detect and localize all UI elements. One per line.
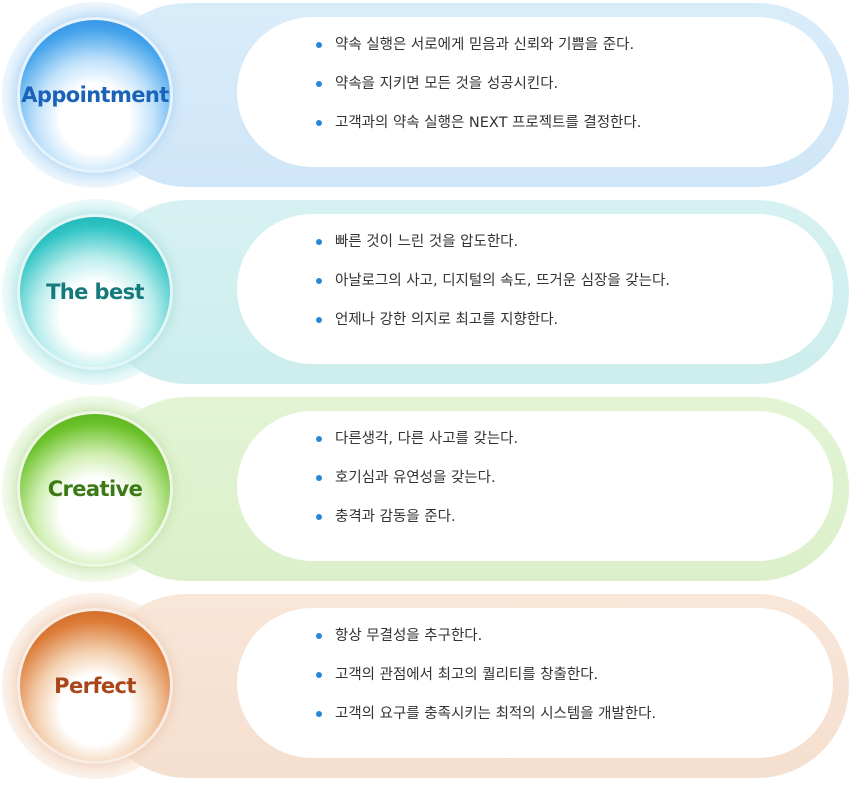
value-orb: Appointment [20,20,170,170]
list-item: 항상 무결성을 추구한다. [316,618,656,657]
bullet-icon [316,239,322,245]
list-item-text: 호기심과 유연성을 갖는다. [335,470,496,486]
value-list: 빠른 것이 느린 것을 압도한다. 아날로그의 사고, 디지털의 속도, 뜨거운… [316,224,670,341]
value-row-appointment: Appointment 약속 실행은 서로에게 믿음과 신뢰와 기쁨을 준다. … [0,0,851,190]
list-item: 고객의 요구를 충족시키는 최적의 시스템을 개발한다. [316,696,656,735]
value-orb: Perfect [20,611,170,761]
bullet-icon [316,475,322,481]
list-item: 약속을 지키면 모든 것을 성공시킨다. [316,66,641,105]
list-item-text: 항상 무결성을 추구한다. [335,628,483,644]
list-item: 호기심과 유연성을 갖는다. [316,460,518,499]
list-item-text: 약속을 지키면 모든 것을 성공시킨다. [335,76,559,92]
value-list: 항상 무결성을 추구한다. 고객의 관점에서 최고의 퀄리티를 창출한다. 고객… [316,618,656,735]
bullet-icon [316,278,322,284]
bullet-icon [316,317,322,323]
list-item-text: 약속 실행은 서로에게 믿음과 신뢰와 기쁨을 준다. [335,37,635,53]
list-item: 고객과의 약속 실행은 NEXT 프로젝트를 결정한다. [316,105,641,144]
list-item-text: 언제나 강한 의지로 최고를 지향한다. [335,312,559,328]
value-orb: The best [20,217,170,367]
value-panel [237,214,833,364]
list-item-text: 충격과 감동을 준다. [335,509,456,525]
list-item: 빠른 것이 느린 것을 압도한다. [316,224,670,263]
list-item: 언제나 강한 의지로 최고를 지향한다. [316,302,670,341]
bullet-icon [316,42,322,48]
list-item-text: 고객의 관점에서 최고의 퀄리티를 창출한다. [335,667,599,683]
value-title: Appointment [21,83,169,107]
value-title: The best [46,280,144,304]
value-row-creative: Creative 다른생각, 다른 사고를 갖는다. 호기심과 유연성을 갖는다… [0,394,851,584]
value-row-the-best: The best 빠른 것이 느린 것을 압도한다. 아날로그의 사고, 디지털… [0,197,851,387]
value-row-perfect: Perfect 항상 무결성을 추구한다. 고객의 관점에서 최고의 퀄리티를 … [0,591,851,781]
bullet-icon [316,711,322,717]
value-panel [237,608,833,758]
bullet-icon [316,436,322,442]
list-item-text: 빠른 것이 느린 것을 압도한다. [335,234,519,250]
list-item: 아날로그의 사고, 디지털의 속도, 뜨거운 심장을 갖는다. [316,263,670,302]
bullet-icon [316,672,322,678]
list-item-text: 다른생각, 다른 사고를 갖는다. [335,431,519,447]
value-panel [237,17,833,167]
bullet-icon [316,81,322,87]
bullet-icon [316,633,322,639]
list-item-text: 고객의 요구를 충족시키는 최적의 시스템을 개발한다. [335,706,657,722]
list-item-text: 고객과의 약속 실행은 NEXT 프로젝트를 결정한다. [335,115,642,131]
bullet-icon [316,514,322,520]
list-item: 다른생각, 다른 사고를 갖는다. [316,421,518,460]
list-item: 약속 실행은 서로에게 믿음과 신뢰와 기쁨을 준다. [316,27,641,66]
value-title: Perfect [54,674,136,698]
bullet-icon [316,120,322,126]
value-title: Creative [47,477,143,501]
list-item: 충격과 감동을 준다. [316,499,518,538]
list-item: 고객의 관점에서 최고의 퀄리티를 창출한다. [316,657,656,696]
value-panel [237,411,833,561]
value-list: 다른생각, 다른 사고를 갖는다. 호기심과 유연성을 갖는다. 충격과 감동을… [316,421,518,538]
value-list: 약속 실행은 서로에게 믿음과 신뢰와 기쁨을 준다. 약속을 지키면 모든 것… [316,27,641,144]
list-item-text: 아날로그의 사고, 디지털의 속도, 뜨거운 심장을 갖는다. [335,273,670,289]
value-orb: Creative [20,414,170,564]
